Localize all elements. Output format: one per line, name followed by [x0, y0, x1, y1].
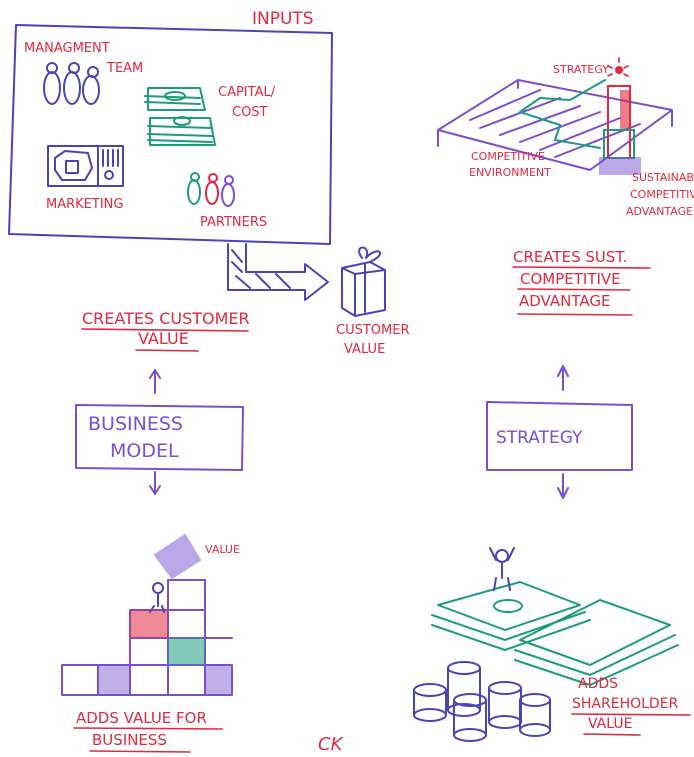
management-team-people-icon — [43, 62, 100, 105]
marketing-product-box-icon — [47, 145, 124, 187]
adds-shareholder-line1: ADDS — [578, 676, 618, 692]
business-model-box: BUSINESS MODEL — [75, 404, 244, 471]
capital-label: CAPITAL/ — [218, 85, 276, 100]
maze-illustration: STRATEGY COMPETITIVE ENVIRONMENT SUSTAIN… — [437, 57, 694, 218]
sustainable-label: SUSTAINABL — [632, 171, 694, 184]
strategy-box: STRATEGY — [486, 401, 633, 471]
inputs-panel: INPUTS MANAGMENT TEAM CAPITAL/ COST MARK… — [8, 9, 333, 245]
value-blocks-illustration: VALUE — [61, 533, 240, 696]
competitive-label: COMPETITIVE — [471, 150, 545, 163]
team-label: TEAM — [106, 61, 143, 76]
creates-customer-value-line2: VALUE — [138, 329, 189, 348]
cost-label: COST — [232, 105, 268, 120]
adds-shareholder-line3: VALUE — [588, 716, 632, 732]
management-label: MANAGMENT — [24, 41, 110, 56]
partners-label: PARTNERS — [200, 215, 267, 230]
marketing-label: MARKETING — [46, 197, 123, 212]
money-coins-illustration — [413, 547, 679, 742]
value-label: VALUE — [205, 543, 240, 556]
strategy-label: STRATEGY — [496, 428, 583, 448]
business-label: BUSINESS — [88, 413, 183, 435]
gift-box-icon — [341, 246, 386, 317]
customer-value-label: CUSTOMER — [336, 323, 409, 338]
partners-people-icon — [187, 172, 235, 207]
model-label: MODEL — [110, 440, 179, 462]
signature: CK — [318, 734, 344, 755]
adds-value-line1: ADDS VALUE FOR — [76, 709, 207, 727]
creates-sust-line2: COMPETITIVE — [520, 270, 621, 288]
adds-shareholder-line2: SHAREHOLDER — [572, 696, 679, 712]
money-stack-icon — [144, 87, 216, 146]
creates-sust-line3: ADVANTAGE — [519, 292, 610, 310]
inputs-title: INPUTS — [252, 9, 314, 29]
arrow-to-customer-value — [227, 243, 329, 301]
competitive-advantage-label: COMPETITIV — [630, 188, 694, 201]
creates-sust-line1: CREATES SUST. — [513, 248, 628, 266]
maze-strategy-label: STRATEGY — [553, 63, 609, 76]
environment-label: ENVIRONMENT — [469, 166, 551, 179]
customer-value-label-2: VALUE — [344, 342, 385, 357]
creates-customer-value-line1: CREATES CUSTOMER — [82, 309, 250, 328]
adds-value-line2: BUSINESS — [92, 731, 167, 749]
advantage-label: ADVANTAGE — [626, 205, 693, 218]
